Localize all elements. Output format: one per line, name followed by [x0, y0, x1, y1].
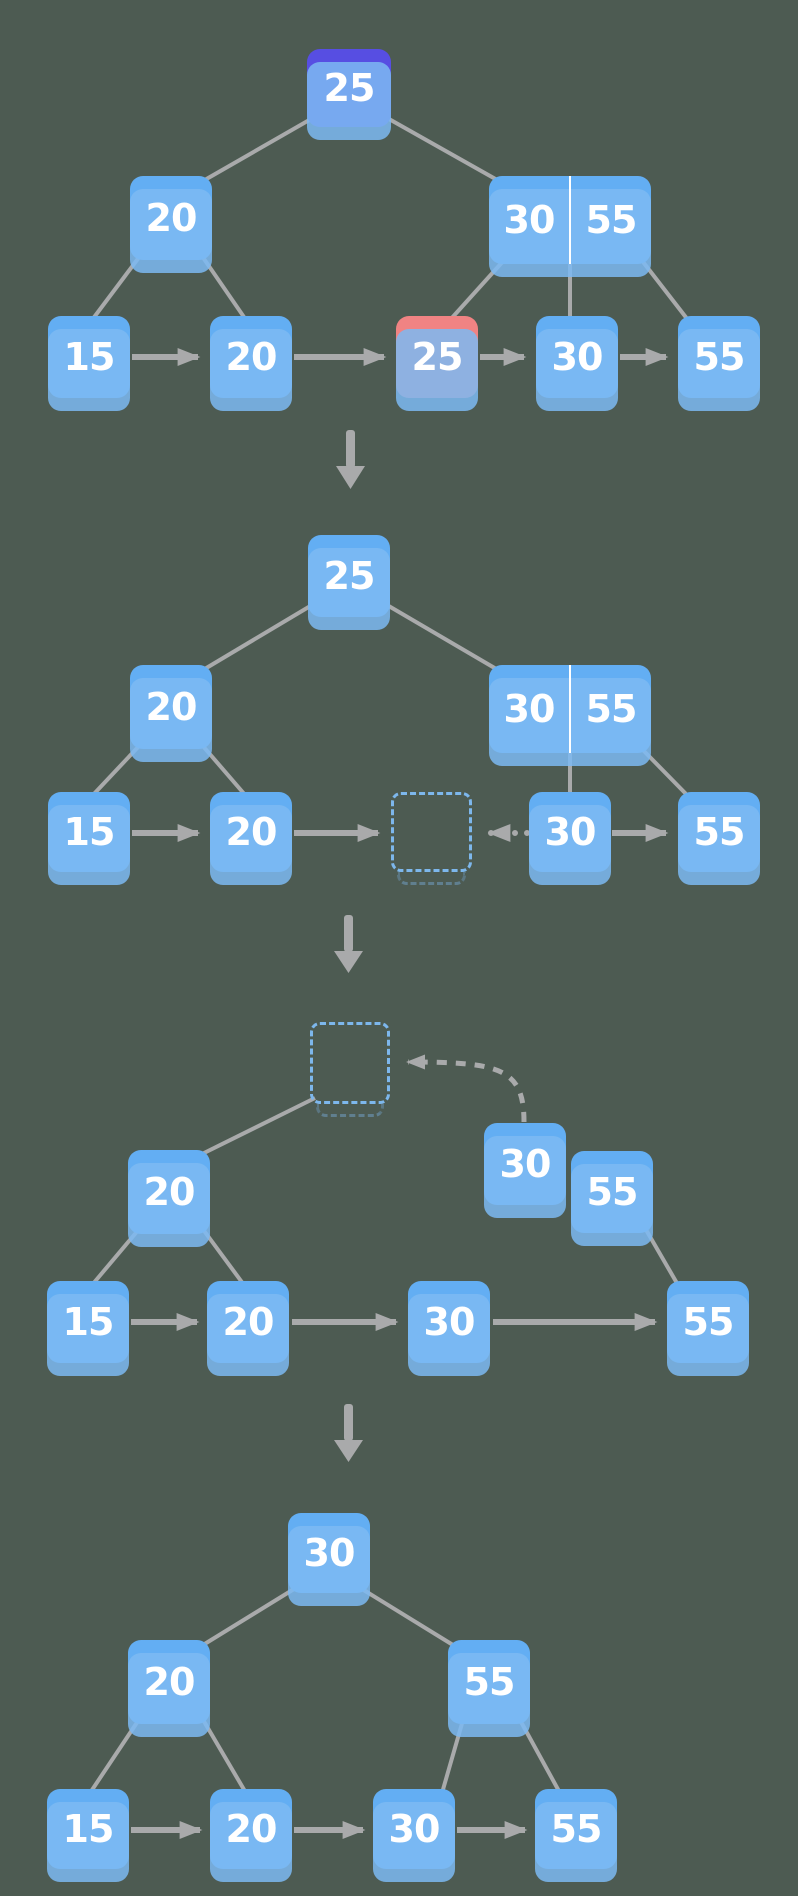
node-label: 30 [499, 1142, 552, 1186]
stage3-floating-node: 30 [484, 1123, 566, 1218]
stage3-curved-promote-arrow [406, 1054, 527, 1123]
node-label: 25 [323, 66, 376, 110]
stage1-leaf-node: 30 [536, 316, 618, 411]
stage3-leaf-node: 20 [207, 1281, 289, 1376]
stage1-internal-node: 20 [130, 176, 212, 273]
stage4-internal-node: 55 [448, 1640, 530, 1737]
stage4-leaf-node: 20 [210, 1789, 292, 1882]
stage2-leaf-node: 55 [678, 792, 760, 885]
node-label: 15 [63, 810, 116, 854]
node-label: 25 [323, 554, 376, 598]
stage4-leaf-node: 55 [535, 1789, 617, 1882]
stage1-leaf-node: 20 [210, 316, 292, 411]
step-arrow-icon [334, 915, 363, 973]
stage3-leaf-node: 15 [47, 1281, 129, 1376]
node-label: 55 [586, 1170, 639, 1214]
stage4-leaf-node: 30 [373, 1789, 455, 1882]
stage4-internal-node: 20 [128, 1640, 210, 1737]
stage2-internal-double-node: 30 55 [489, 665, 651, 766]
node-label: 30 [544, 810, 597, 854]
stage3-floating-node: 55 [571, 1151, 653, 1246]
stage3-leaf-node: 30 [408, 1281, 490, 1376]
node-label: 55 [693, 335, 746, 379]
key-divider [569, 665, 571, 753]
node-label: 15 [63, 335, 116, 379]
node-label: 25 [411, 335, 464, 379]
stage1-leaf-node: 55 [678, 316, 760, 411]
node-label: 30 [388, 1807, 441, 1851]
step-arrow-icon [334, 1404, 363, 1462]
node-label: 20 [145, 685, 198, 729]
node-label: 20 [225, 810, 278, 854]
node-label: 20 [222, 1300, 275, 1344]
node-label: 55 [682, 1300, 735, 1344]
stage1-leaf-node-to-delete: 25 [396, 316, 478, 411]
node-label: 20 [143, 1170, 196, 1214]
stage4-leaf-node: 15 [47, 1789, 129, 1882]
step-arrow-icon [336, 430, 365, 489]
node-label: 55 [463, 1660, 516, 1704]
stage3-internal-node: 20 [128, 1150, 210, 1247]
node-label: 55 [550, 1807, 603, 1851]
stage2-leaf-node: 15 [48, 792, 130, 885]
node-label: 15 [62, 1300, 115, 1344]
node-label: 15 [62, 1807, 115, 1851]
stage2-deleted-slot-ghost-box [391, 792, 472, 885]
stage2-leaf-node: 20 [210, 792, 292, 885]
stage3-empty-root-ghost-box [310, 1022, 390, 1117]
node-label: 20 [225, 1807, 278, 1851]
node-label: 55 [693, 810, 746, 854]
stage1-root-node: 25 [307, 49, 391, 140]
stage2-internal-node: 20 [130, 665, 212, 762]
node-label: 30 [503, 687, 556, 731]
key-divider [569, 176, 571, 264]
node-label: 30 [303, 1531, 356, 1575]
stage1-internal-double-node: 30 55 [489, 176, 651, 277]
stage4-root-node: 30 [288, 1513, 370, 1606]
node-label: 55 [585, 687, 638, 731]
node-label: 20 [145, 196, 198, 240]
node-label: 30 [423, 1300, 476, 1344]
node-label: 30 [503, 198, 556, 242]
node-label: 20 [143, 1660, 196, 1704]
stage1-leaf-node: 15 [48, 316, 130, 411]
stage3-leaf-node: 55 [667, 1281, 749, 1376]
stage2-root-node: 25 [308, 535, 390, 630]
node-label: 20 [225, 335, 278, 379]
node-label: 55 [585, 198, 638, 242]
stage2-leaf-node: 30 [529, 792, 611, 885]
node-label: 30 [551, 335, 604, 379]
